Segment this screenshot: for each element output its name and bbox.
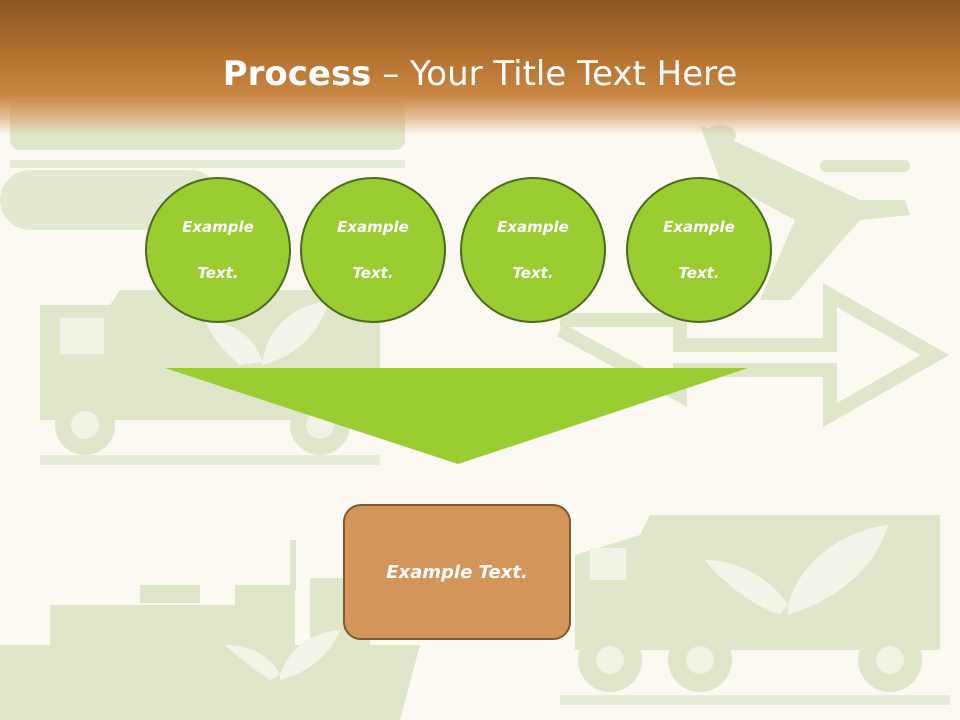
- result-label: Example Text.: [386, 561, 528, 583]
- title-rest-part: – Your Title Text Here: [371, 54, 738, 94]
- step-text-line2: Text.: [352, 263, 394, 282]
- step-text-line1: Example: [337, 217, 409, 236]
- title-bold-part: Process: [222, 54, 372, 94]
- ship-leaf-icon: [225, 630, 340, 680]
- step-text-line1: Example: [182, 217, 254, 236]
- funnel-triangle: [165, 368, 748, 464]
- cargo-ship-icon: [0, 540, 420, 720]
- slide-title: Process – Your Title Text Here: [0, 50, 960, 98]
- leaf-icon: [205, 300, 330, 365]
- result-box: Example Text.: [343, 504, 571, 640]
- step-text-line2: Text.: [197, 263, 239, 282]
- step-text-line2: Text.: [512, 263, 554, 282]
- title-band: [0, 0, 960, 135]
- step-text-line1: Example: [663, 217, 735, 236]
- step-text-line2: Text.: [678, 263, 720, 282]
- step-text-line1: Example: [497, 217, 569, 236]
- truck-leaf-icon: [705, 525, 888, 615]
